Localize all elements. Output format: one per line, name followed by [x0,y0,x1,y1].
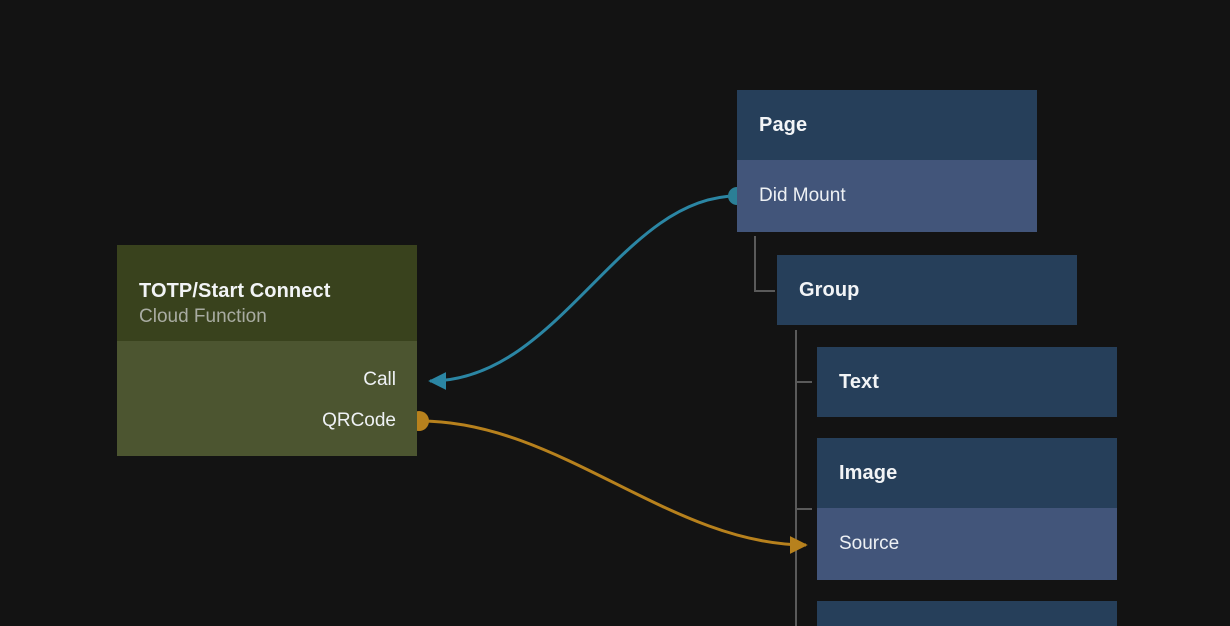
node-header-group: Group [777,255,1077,325]
port-row-call[interactable]: Call [117,360,417,400]
node-text[interactable]: Text [817,347,1117,417]
node-partial-offscreen[interactable] [817,601,1117,626]
port-label-did-mount: Did Mount [759,185,846,206]
port-row-qrcode[interactable]: QRCode [117,401,417,441]
node-image[interactable]: Image Source [817,438,1117,580]
tree-line-page-group [754,236,775,292]
node-title-image: Image [839,462,898,484]
port-row-source[interactable]: Source [817,508,1117,580]
node-header-text: Text [817,347,1117,417]
node-subtitle-cloud-function: Cloud Function [139,306,267,327]
connection-did-mount-to-call[interactable] [428,194,738,390]
node-title-cloud-function: TOTP/Start Connect [139,280,331,302]
port-label-call: Call [363,369,396,390]
node-title-text: Text [839,371,880,393]
node-header-image: Image [817,438,1117,508]
node-title-page: Page [759,114,808,136]
node-cloud-function[interactable]: TOTP/Start Connect Cloud Function Call Q… [117,245,417,456]
node-header-page: Page [737,90,1037,160]
node-header-cloud-function: TOTP/Start Connect Cloud Function [117,245,417,341]
node-title-group: Group [799,279,860,301]
port-row-did-mount[interactable]: Did Mount [737,160,1037,232]
port-label-source: Source [839,533,900,554]
port-label-qrcode: QRCode [322,410,396,431]
node-group[interactable]: Group [777,255,1077,325]
node-page[interactable]: Page Did Mount [737,90,1037,232]
connection-qrcode-to-source[interactable] [419,419,808,554]
